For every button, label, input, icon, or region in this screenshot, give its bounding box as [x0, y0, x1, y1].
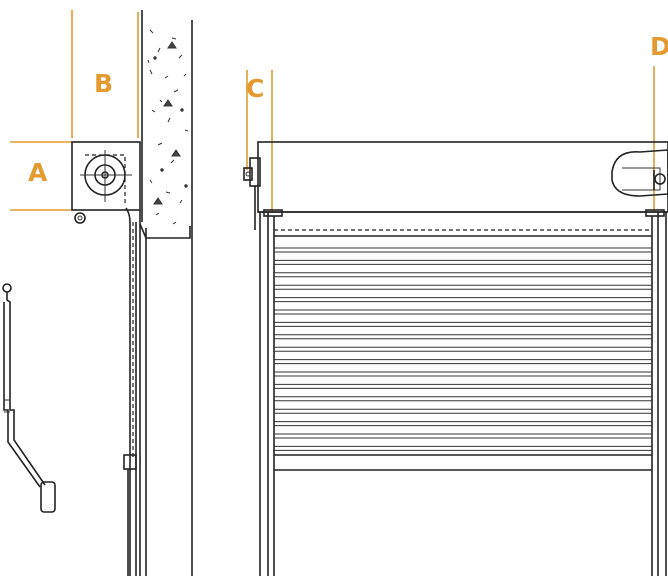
pulley-icon [74, 212, 86, 224]
concrete-hatch [147, 29, 189, 225]
shutter-curtain [274, 229, 652, 471]
dimension-label-c: C [246, 74, 264, 103]
dimension-lines [10, 10, 655, 212]
guide-rails-front [259, 212, 667, 576]
dimension-label-d: D [650, 32, 668, 61]
dimension-label-b: B [94, 69, 113, 98]
roller-box-front [243, 141, 668, 230]
roller-box-side-section [71, 141, 141, 224]
dimension-label-a: A [28, 158, 48, 187]
wall-section [141, 10, 193, 576]
crank-handle-icon [2, 283, 56, 513]
bearing-icon [243, 157, 261, 230]
guide-rail-side [123, 207, 191, 576]
